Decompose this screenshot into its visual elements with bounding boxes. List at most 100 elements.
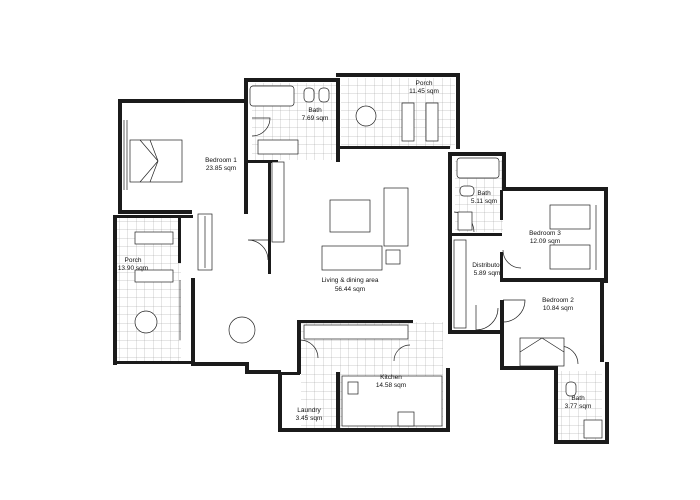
- room-name: Bath: [308, 107, 322, 114]
- bidet: [318, 87, 330, 103]
- wall-segment: [113, 361, 193, 364]
- side-table: [385, 249, 401, 265]
- bed-sheet: [519, 337, 565, 353]
- wall-segment: [278, 372, 282, 432]
- wall-segment: [118, 210, 192, 214]
- door-swing: [393, 344, 411, 362]
- room-name: Bedroom 2: [542, 297, 574, 304]
- wall-segment: [268, 160, 271, 274]
- wall-segment: [245, 370, 281, 374]
- room-area: 7.69 sqm: [302, 115, 329, 122]
- room-labels: Bedroom 1 23.85 sqm Bath 7.69 sqm Porch …: [118, 80, 592, 422]
- tv-cabinet: [271, 161, 285, 243]
- room-name: Bath: [571, 395, 585, 402]
- coffee-table: [329, 199, 371, 233]
- bed: [549, 244, 591, 270]
- wall-segment: [178, 215, 181, 263]
- wall-segment: [456, 73, 460, 149]
- wall-segment: [297, 320, 413, 323]
- wall-segment: [446, 368, 450, 432]
- wall-segment: [500, 300, 504, 370]
- bed: [519, 337, 565, 367]
- room-name: Bath: [477, 190, 491, 197]
- wall-segment: [502, 152, 506, 190]
- room-name: Living & dining area: [321, 277, 378, 284]
- wall-segment: [500, 366, 556, 370]
- room-name: Porch: [416, 80, 433, 87]
- room-name: Bedroom 3: [529, 230, 561, 237]
- room-area: 12.09 sqm: [530, 238, 560, 245]
- room-area: 56.44 sqm: [335, 286, 365, 293]
- counter: [341, 375, 443, 427]
- room-name: Kitchen: [380, 374, 402, 381]
- door-swing: [475, 305, 499, 331]
- lounger: [425, 102, 439, 142]
- room-area: 5.11 sqm: [471, 198, 497, 205]
- door-swing: [502, 299, 526, 323]
- wall-segment: [191, 362, 249, 366]
- wardrobe: [453, 239, 467, 329]
- vanity: [257, 139, 299, 155]
- counter: [303, 324, 409, 340]
- door-swing: [299, 339, 319, 359]
- wall-segment: [500, 252, 503, 282]
- wall-segment: [452, 330, 500, 334]
- toilet: [459, 185, 475, 197]
- room-name: Laundry: [297, 407, 321, 414]
- toilet: [565, 381, 577, 397]
- wall-segment: [245, 362, 249, 374]
- bed: [129, 139, 183, 183]
- room-area: 3.45 sqm: [296, 415, 323, 422]
- room-area: 10.84 sqm: [543, 305, 573, 312]
- wall-segment: [500, 190, 503, 220]
- wall-segment: [502, 278, 608, 282]
- door-swing: [251, 117, 271, 137]
- room-area: 11.45 sqm: [409, 88, 439, 95]
- sink: [347, 381, 359, 395]
- sofa: [321, 245, 383, 271]
- shower: [583, 419, 603, 439]
- wall-segment: [452, 233, 502, 236]
- bed-sheet: [139, 139, 159, 183]
- wall-segment: [278, 428, 450, 432]
- lounger: [134, 269, 174, 283]
- walls: [113, 73, 609, 444]
- wall-segment: [244, 78, 340, 82]
- wall-segment: [336, 73, 460, 77]
- sofa: [383, 187, 409, 247]
- wall-segment: [297, 320, 301, 374]
- lounger: [134, 231, 174, 245]
- room-area: 13.90 sqm: [118, 265, 148, 272]
- wall-segment: [450, 152, 506, 156]
- wall-segment: [554, 366, 558, 444]
- bed: [549, 204, 591, 230]
- windows: [123, 101, 604, 345]
- wall-segment: [118, 99, 122, 214]
- wall-segment: [191, 278, 195, 366]
- wall-segment: [246, 160, 278, 163]
- wall-segment: [604, 187, 608, 283]
- wall-segment: [554, 440, 609, 444]
- wall-segment: [118, 99, 246, 103]
- furniture: [129, 85, 603, 439]
- wall-segment: [600, 282, 604, 362]
- wall-segment: [244, 80, 248, 214]
- door-swing: [502, 249, 522, 269]
- room-area: 23.85 sqm: [206, 165, 236, 172]
- hob: [397, 411, 415, 427]
- wall-segment: [605, 362, 609, 444]
- vanity: [457, 211, 473, 231]
- round-table: [355, 105, 377, 127]
- door-swing: [247, 239, 269, 261]
- wall-segment: [502, 187, 608, 191]
- room-area: 14.58 sqm: [376, 382, 406, 389]
- round-table: [134, 310, 158, 334]
- bathtub: [249, 85, 295, 107]
- wall-segment: [338, 146, 450, 149]
- room-area: 3.77 sqm: [565, 403, 592, 410]
- wall-segment: [448, 152, 452, 334]
- toilet: [303, 87, 315, 103]
- wall-segment: [113, 215, 117, 365]
- wall-segment: [336, 78, 340, 162]
